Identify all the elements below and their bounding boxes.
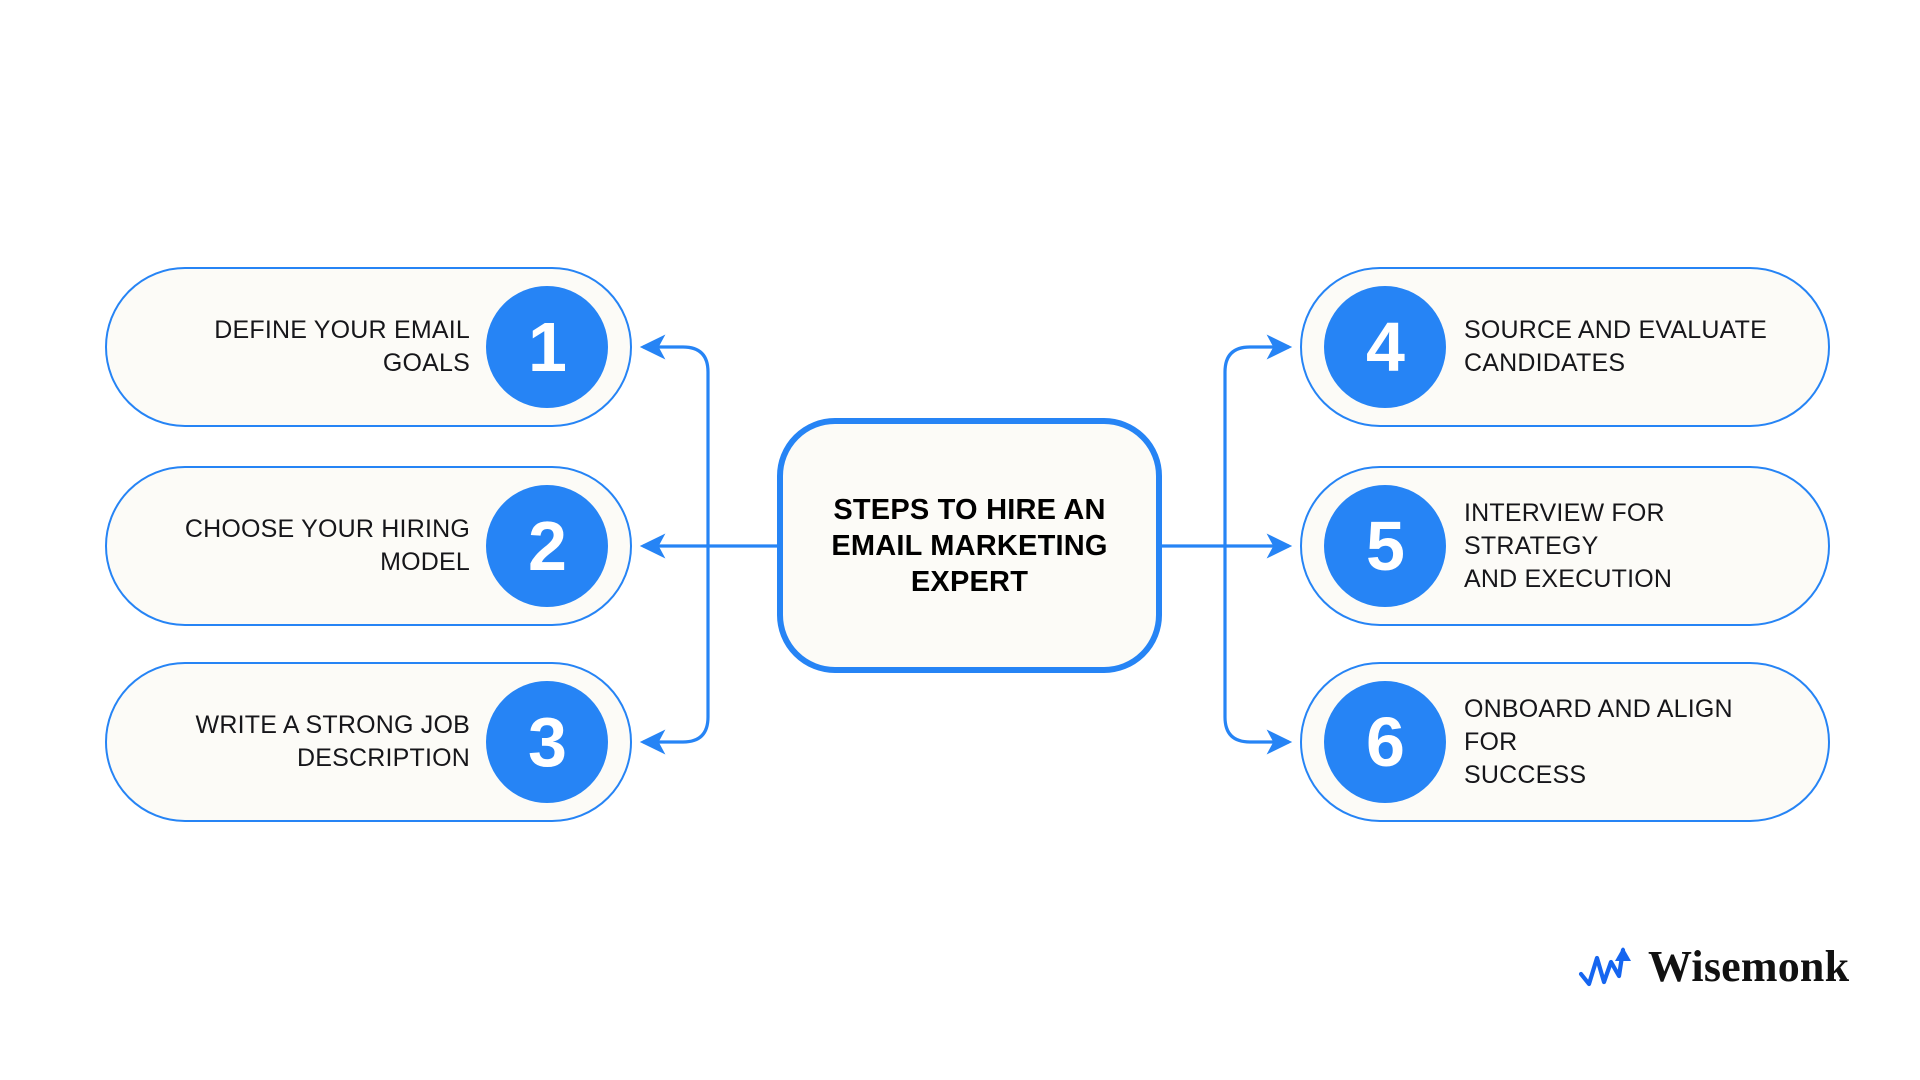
step-card-2[interactable]: CHOOSE YOUR HIRING MODEL 2 — [105, 466, 632, 626]
step-card-5[interactable]: 5 INTERVIEW FOR STRATEGY AND EXECUTION — [1300, 466, 1830, 626]
center-hub-node[interactable]: STEPS TO HIRE AN EMAIL MARKETING EXPERT — [777, 418, 1162, 673]
step-card-1[interactable]: DEFINE YOUR EMAIL GOALS 1 — [105, 267, 632, 427]
connector-hub-to-step-3 — [639, 546, 710, 755]
hub-title: STEPS TO HIRE AN EMAIL MARKETING EXPERT — [831, 493, 1108, 598]
step-number-badge-5: 5 — [1324, 485, 1446, 607]
wisemonk-wordmark: Wisemonk — [1648, 942, 1850, 991]
step-number-badge-3: 3 — [486, 681, 608, 803]
step-label-1: DEFINE YOUR EMAIL GOALS — [214, 316, 470, 377]
wisemonk-logo: Wisemonk — [1578, 944, 1849, 990]
connector-hub-to-step-6 — [1223, 546, 1293, 755]
step-label-2: CHOOSE YOUR HIRING MODEL — [184, 515, 470, 576]
step-number-badge-4: 4 — [1324, 286, 1446, 408]
step-number-badge-2: 2 — [486, 485, 608, 607]
step-label-6: ONBOARD AND ALIGN FOR SUCCESS — [1464, 694, 1733, 789]
step-label-5: INTERVIEW FOR STRATEGY AND EXECUTION — [1464, 498, 1673, 593]
step-card-3[interactable]: WRITE A STRONG JOB DESCRIPTION 3 — [105, 662, 632, 822]
connector-hub-to-step-1 — [639, 334, 710, 546]
step-card-6[interactable]: 6 ONBOARD AND ALIGN FOR SUCCESS — [1300, 662, 1830, 822]
step-label-4: SOURCE AND EVALUATE CANDIDATES — [1464, 316, 1767, 377]
step-number-badge-1: 1 — [486, 286, 608, 408]
connector-hub-to-step-4 — [1223, 334, 1293, 546]
step-label-3: WRITE A STRONG JOB DESCRIPTION — [195, 711, 470, 772]
step-number-badge-6: 6 — [1324, 681, 1446, 803]
upward-zigzag-arrow-icon — [1578, 947, 1631, 987]
step-card-4[interactable]: 4 SOURCE AND EVALUATE CANDIDATES — [1300, 267, 1830, 427]
